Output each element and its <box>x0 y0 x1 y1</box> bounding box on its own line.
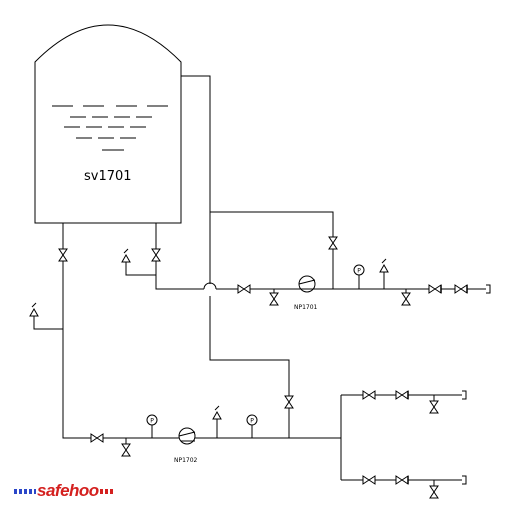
svg-text:P: P <box>150 418 154 425</box>
valve-icon <box>269 292 279 306</box>
valve-icon <box>401 292 411 306</box>
pipe-end-cap-icon <box>461 475 467 485</box>
watermark-logo: safehoo <box>14 481 114 500</box>
check-valve-icon <box>454 284 468 294</box>
pressure-gauge-icon: P <box>146 414 158 426</box>
valve-icon <box>121 443 131 457</box>
valve-icon <box>284 395 294 409</box>
pipelines <box>33 75 486 494</box>
valve-icon <box>362 475 376 485</box>
pipe-crossover <box>203 282 217 290</box>
vent-icon <box>212 405 222 420</box>
pipe-end-cap-icon <box>461 390 467 400</box>
liquid-level-lines <box>52 105 168 151</box>
valve-icon <box>237 284 251 294</box>
valve-icon <box>429 400 439 414</box>
check-valve-icon <box>395 475 409 485</box>
pump-np1701: NP1701 <box>294 275 318 311</box>
storage-tank-sv1701: sv1701 <box>34 24 182 224</box>
check-valve-icon <box>428 284 442 294</box>
valve-icon <box>90 433 104 443</box>
pipe-end-cap-icon <box>485 284 491 294</box>
valve-icon <box>362 390 376 400</box>
valve-icon <box>151 248 161 262</box>
pressure-gauge-icon: P <box>353 264 365 276</box>
valve-icon <box>429 485 439 499</box>
vent-icon <box>121 248 131 263</box>
vent-icon <box>29 302 39 317</box>
svg-text:P: P <box>357 268 361 275</box>
pump-label: NP1702 <box>174 457 198 464</box>
valve-icon <box>328 236 338 250</box>
svg-text:P: P <box>250 418 254 425</box>
vent-icon <box>379 258 389 273</box>
pump-label: NP1701 <box>294 304 318 311</box>
pump-np1702: NP1702 <box>174 427 198 464</box>
pressure-gauge-icon: P <box>246 414 258 426</box>
tank-label: sv1701 <box>84 169 132 184</box>
valve-icon <box>58 248 68 262</box>
check-valve-icon <box>395 390 409 400</box>
